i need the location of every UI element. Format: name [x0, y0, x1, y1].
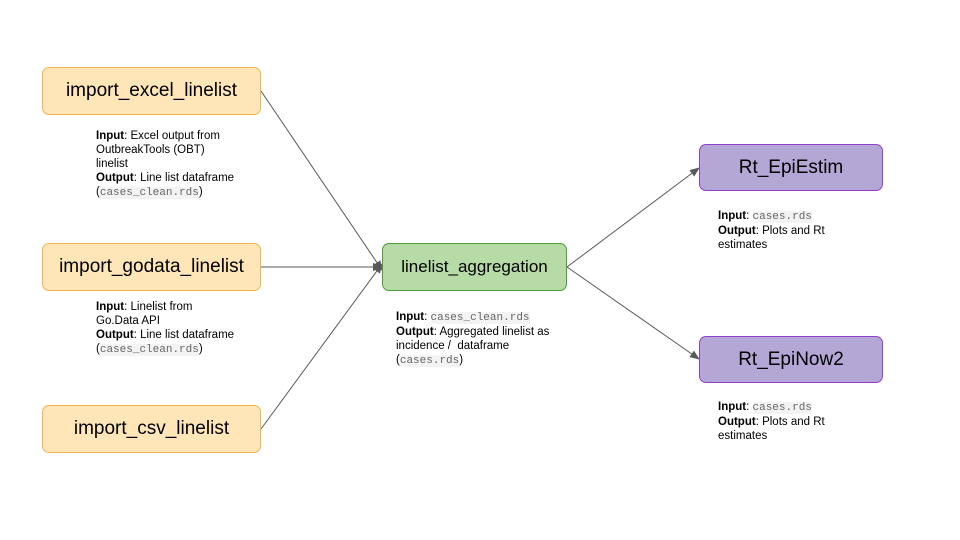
note-output-line: incidence / dataframe	[396, 340, 510, 352]
output-file-code: cases_clean.rds	[99, 344, 199, 356]
note-input-line: Go.Data API	[96, 315, 160, 327]
note-input-line: Input: Excel output from	[96, 129, 234, 143]
input-sep: :	[424, 311, 431, 323]
input-sep: :	[746, 210, 753, 222]
paren-close: )	[198, 186, 203, 198]
note-input-line: linelist	[96, 158, 128, 170]
note-output-line: estimates	[718, 430, 768, 442]
note-output-line: Output: Plots and Rt	[718, 224, 825, 238]
input-file-code: cases_clean.rds	[430, 312, 530, 324]
node-import-godata-linelist[interactable]: import_godata_linelist	[42, 243, 261, 291]
input-label: Input	[718, 210, 747, 222]
note-output-line: Output: Line list dataframe	[96, 328, 234, 342]
output-text: : Line list dataframe	[133, 172, 235, 184]
output-label: Output	[718, 416, 756, 428]
node-label: import_csv_linelist	[73, 418, 230, 439]
note-input-line: Input: cases_clean.rds	[396, 310, 549, 325]
input-text: : Linelist from	[124, 301, 193, 313]
output-label: Output	[96, 329, 134, 341]
note-input-line: Input: cases.rds	[718, 400, 825, 415]
paren-open: (	[96, 186, 100, 198]
input-file-code: cases.rds	[752, 402, 812, 414]
edge-aggregation-to-epinow2	[566, 266, 700, 360]
input-file-code: cases.rds	[752, 211, 812, 223]
output-file-code: cases_clean.rds	[99, 187, 199, 199]
output-text: : Plots and Rt	[755, 225, 825, 237]
note-output-line: Output: Aggregated linelist as	[396, 325, 549, 339]
node-label: import_excel_linelist	[65, 80, 238, 101]
input-label: Input	[96, 301, 125, 313]
output-label: Output	[718, 225, 756, 237]
note-input-line: Input: Linelist from	[96, 300, 234, 314]
edge-csv-to-aggregation	[260, 263, 383, 430]
edge-excel-to-aggregation	[260, 90, 383, 271]
output-text: : Plots and Rt	[755, 416, 825, 428]
node-label: Rt_EpiNow2	[738, 348, 844, 370]
note-linelist-aggregation: Input: cases_clean.rds Output: Aggregate…	[396, 310, 549, 368]
node-rt-epinow2[interactable]: Rt_EpiNow2	[699, 336, 883, 383]
paren-open: (	[396, 354, 400, 366]
output-text: : Line list dataframe	[133, 329, 235, 341]
input-sep: :	[746, 401, 753, 413]
node-label: linelist_aggregation	[401, 257, 548, 276]
note-input-line: OutbreakTools (OBT)	[96, 144, 205, 156]
input-label: Input	[396, 311, 425, 323]
note-rt-epinow2: Input: cases.rds Output: Plots and Rt es…	[718, 400, 825, 443]
note-output-file-line: (cases_clean.rds)	[96, 342, 234, 357]
input-text: : Excel output from	[124, 130, 220, 142]
paren-close: )	[459, 354, 464, 366]
paren-open: (	[96, 343, 100, 355]
input-label: Input	[96, 130, 125, 142]
node-rt-epiestim[interactable]: Rt_EpiEstim	[699, 144, 883, 191]
paren-close: )	[198, 343, 203, 355]
edge-aggregation-to-epiestim	[566, 167, 700, 268]
note-output-line: Output: Line list dataframe	[96, 171, 234, 185]
node-import-csv-linelist[interactable]: import_csv_linelist	[42, 405, 261, 453]
note-rt-epiestim: Input: cases.rds Output: Plots and Rt es…	[718, 209, 825, 252]
output-file-code: cases.rds	[399, 355, 460, 367]
note-output-file-line: (cases.rds)	[396, 353, 549, 368]
node-label: import_godata_linelist	[59, 256, 244, 277]
output-label: Output	[396, 326, 434, 338]
note-import-godata: Input: Linelist from Go.Data API Output:…	[96, 300, 234, 357]
output-text: : Aggregated linelist as	[433, 326, 550, 338]
note-input-line: Input: cases.rds	[718, 209, 825, 224]
output-label: Output	[96, 172, 134, 184]
node-label: Rt_EpiEstim	[738, 156, 844, 178]
note-output-file-line: (cases_clean.rds)	[96, 185, 234, 200]
input-label: Input	[718, 401, 747, 413]
note-output-line: estimates	[718, 239, 768, 251]
node-import-excel-linelist[interactable]: import_excel_linelist	[42, 67, 261, 115]
node-linelist-aggregation[interactable]: linelist_aggregation	[382, 243, 567, 291]
note-output-line: Output: Plots and Rt	[718, 415, 825, 429]
note-import-excel: Input: Excel output from OutbreakTools (…	[96, 129, 234, 200]
